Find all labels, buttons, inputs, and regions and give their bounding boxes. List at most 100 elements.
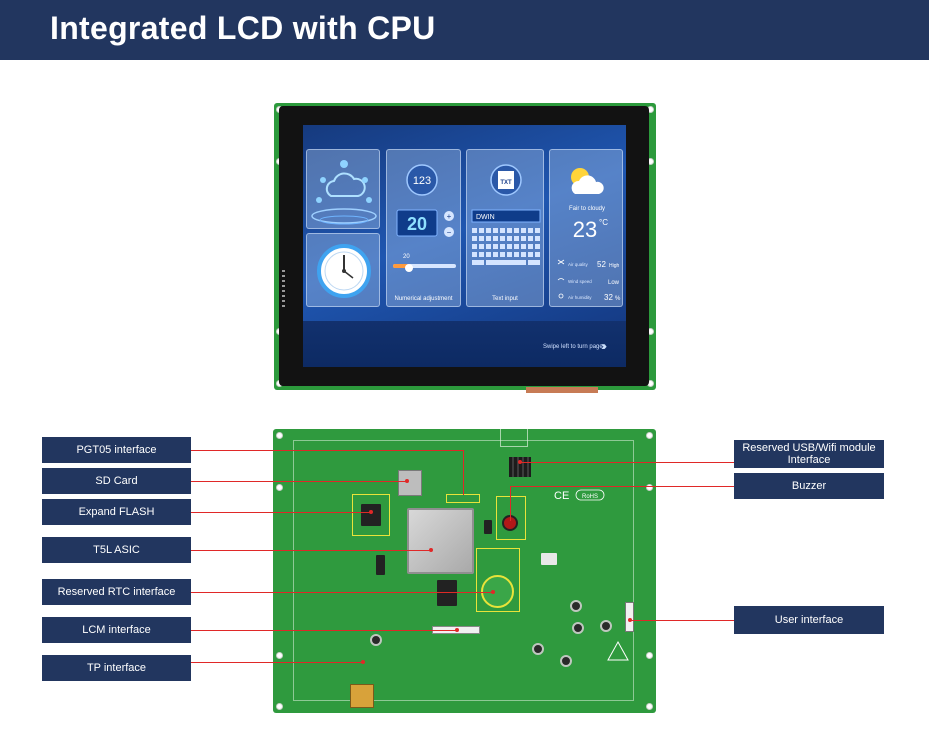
capacitor [370, 634, 382, 646]
mounting-hole [646, 652, 653, 659]
lcd-screen[interactable]: 123 20 + − 20 Numerical adjustment TXT [303, 125, 626, 367]
leader-line-lcm [191, 630, 457, 631]
text-input-card-label: Text input [492, 296, 518, 302]
swipe-hint: Swipe left to turn pages [543, 344, 606, 350]
leader-line-rtc [191, 592, 493, 593]
leader-dot-user [628, 618, 632, 622]
rtc-outline [476, 548, 520, 612]
mounting-hole [646, 703, 653, 710]
label-t5l-asic: T5L ASIC [42, 537, 191, 563]
leader-line-flash [191, 512, 371, 513]
keyboard-art: TXT DWIN [471, 164, 541, 265]
flash-chip [361, 504, 381, 526]
side-pin-header [282, 270, 285, 310]
leader-line-pgt05 [191, 450, 463, 451]
header-bar: Integrated LCD with CPU [0, 0, 929, 60]
cloud-icon [311, 160, 377, 225]
crystal [541, 553, 557, 565]
leader-line-t5l [191, 550, 431, 551]
air-quality-label: Air quality [568, 262, 589, 267]
leader-line-usb [520, 462, 734, 463]
air-quality-suffix: High [609, 263, 620, 269]
label-reserved-rtc-interface: Reserved RTC interface [42, 579, 191, 605]
mounting-hole [276, 432, 283, 439]
label-expand-flash: Expand FLASH [42, 499, 191, 525]
capacitor [532, 643, 544, 655]
svg-text:−: − [447, 228, 452, 237]
leader-dot-flash [369, 510, 373, 514]
rtc-battery-holder [481, 575, 514, 608]
leader-dot-lcm [455, 628, 459, 632]
air-humidity-value: 32 [604, 293, 613, 302]
regulator-chip [376, 555, 385, 575]
ce-mark: CE [554, 490, 569, 502]
clock-icon [317, 244, 371, 298]
ce-rohs-marks: CE RoHS [554, 489, 605, 502]
mounting-hole [276, 652, 283, 659]
capacitor [600, 620, 612, 632]
buzzer-outline [496, 496, 526, 540]
sd-card-slot [398, 470, 422, 496]
leader-line-pgt05 [463, 450, 464, 495]
label-buzzer: Buzzer [734, 473, 884, 499]
text-input-card[interactable]: TXT DWIN Text input [466, 149, 544, 307]
slider-value: 20 [403, 254, 410, 260]
text-input-value: DWIN [476, 214, 495, 221]
weather-condition: Fair to cloudy [569, 206, 605, 212]
leader-line-tp [191, 662, 363, 663]
leader-line-buzzer [510, 486, 734, 487]
chevron-right-icon: ››› [601, 339, 607, 353]
page-title: Integrated LCD with CPU [50, 10, 436, 46]
leader-dot-t5l [429, 548, 433, 552]
leader-dot-rtc [491, 590, 495, 594]
mounting-hole [276, 484, 283, 491]
temperature-value: 23 [573, 217, 597, 242]
air-humidity-label: Air humidity [568, 295, 592, 300]
label-reserved-usb-wifi-line1: Reserved USB/Wifi module [742, 442, 876, 454]
pgt05-header [446, 494, 480, 503]
numeric-card-art: 123 20 + − 20 [393, 164, 456, 272]
air-quality-value: 52 [597, 260, 606, 269]
air-humidity-suffix: % [615, 296, 621, 302]
mounting-hole [276, 703, 283, 710]
numeric-card-label: Numerical adjustment [394, 296, 453, 302]
numeric-value: 20 [407, 214, 427, 234]
wind-speed-value: Low [608, 280, 620, 286]
label-reserved-usb-wifi: Reserved USB/Wifi module Interface [734, 440, 884, 468]
front-connector [526, 387, 598, 393]
weather-card-art: Fair to cloudy 23 °C Air quality 52 High… [557, 168, 621, 302]
label-tp-interface: TP interface [42, 655, 191, 681]
leader-dot-tp [361, 660, 365, 664]
cloud-card[interactable] [306, 149, 380, 229]
clock-card[interactable] [306, 233, 380, 307]
leader-line-user [630, 620, 734, 621]
warning-icon [607, 640, 629, 661]
mounting-hole [646, 432, 653, 439]
label-sd-card: SD Card [42, 468, 191, 494]
label-lcm-interface: LCM interface [42, 617, 191, 643]
leader-line-buzzer [510, 486, 511, 521]
label-reserved-usb-wifi-line2: Interface [787, 454, 831, 466]
weather-card[interactable]: Fair to cloudy 23 °C Air quality 52 High… [549, 149, 623, 307]
numeric-card[interactable]: 123 20 + − 20 Numerical adjustment [386, 149, 461, 307]
txt-file-icon: TXT [500, 180, 512, 186]
leader-dot-usb [518, 460, 522, 464]
capacitor [572, 622, 584, 634]
user-interface-connector [625, 602, 634, 632]
wind-speed-label: Wind speed [568, 279, 592, 284]
wifi-antenna-trace [500, 429, 528, 447]
t5l-asic-chip [407, 508, 474, 574]
tp-connector [350, 684, 374, 708]
leader-line-sd [191, 481, 407, 482]
capacitor [570, 600, 582, 612]
rtc-chip [437, 580, 457, 606]
label-pgt05-interface: PGT05 interface [42, 437, 191, 463]
mounting-hole [646, 484, 653, 491]
pcb-outline [293, 440, 634, 701]
leader-dot-sd [405, 479, 409, 483]
screen-footer [303, 321, 626, 367]
smd-component [484, 520, 492, 534]
number-badge: 123 [413, 175, 431, 187]
temperature-unit: °C [599, 218, 608, 227]
